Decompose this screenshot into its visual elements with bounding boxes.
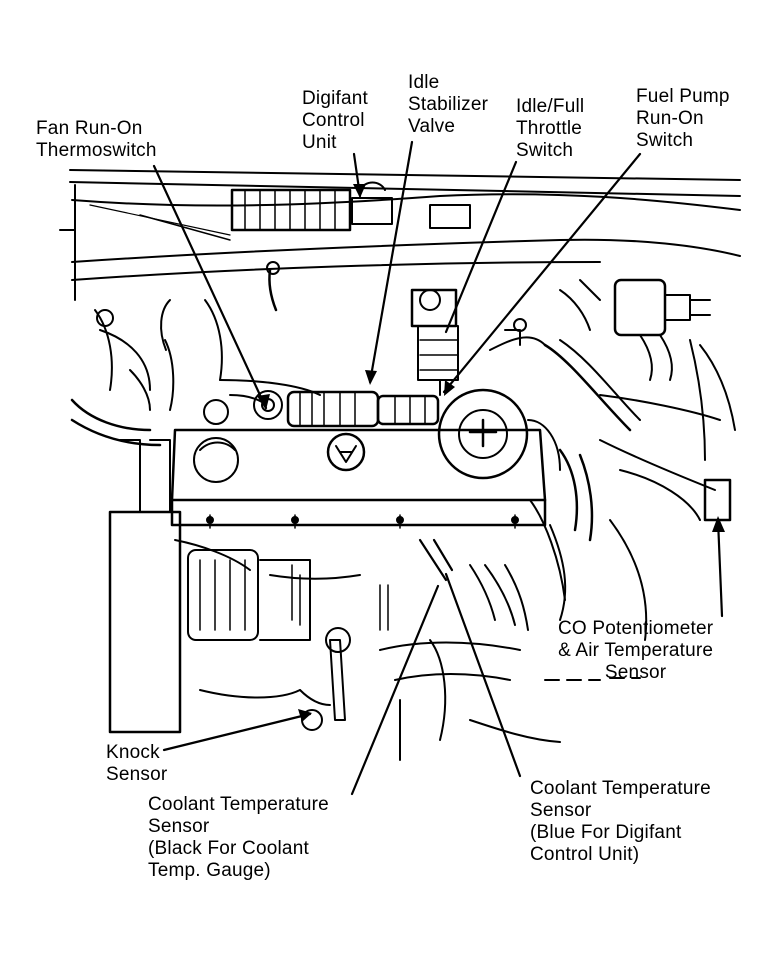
label-fuel-pump-run-on-switch: Fuel Pump Run-On Switch: [636, 86, 730, 151]
label-idle-full-throttle-switch: Idle/Full Throttle Switch: [516, 96, 585, 161]
label-fan-run-on-thermoswitch: Fan Run-On Thermoswitch: [36, 118, 157, 161]
label-coolant-temperature-sensor-blue: Coolant Temperature Sensor (Blue For Dig…: [530, 778, 711, 865]
label-digifant-control-unit: Digifant Control Unit: [302, 88, 369, 153]
label-knock-sensor: Knock Sensor: [106, 742, 168, 785]
label-co-potentiometer-air-temperature-sensor: CO Potentiometer & Air Temperature Senso…: [558, 618, 714, 683]
label-coolant-temperature-sensor-black: Coolant Temperature Sensor (Black For Co…: [148, 794, 329, 881]
label-idle-stabilizer-valve: Idle Stabilizer Valve: [408, 72, 489, 137]
